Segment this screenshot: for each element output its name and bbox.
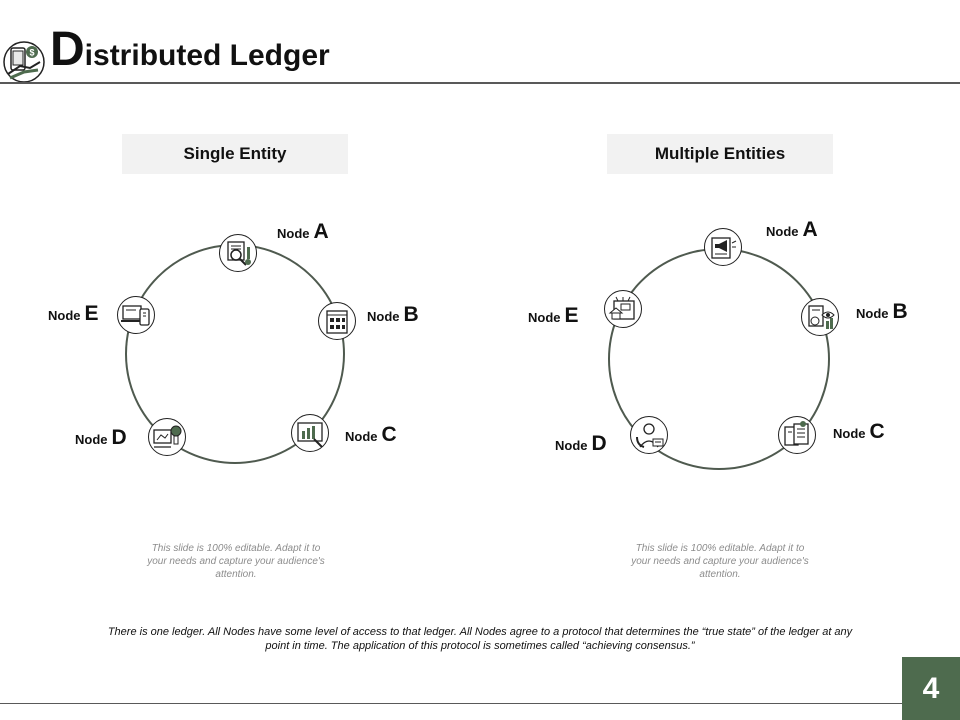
multiple-entities-label: Multiple Entities (607, 134, 833, 174)
idea-screen-icon (148, 418, 186, 456)
analytics-eye-icon (801, 298, 839, 336)
dollar-phone-hand-icon: $ (2, 40, 46, 84)
store-icon (604, 290, 642, 328)
megaphone-report-icon (704, 228, 742, 266)
footer-divider (0, 703, 902, 704)
editable-note-right: This slide is 100% editable. Adapt it to… (631, 543, 809, 580)
title-rest: istributed Ledger (84, 39, 330, 72)
support-agent-icon (630, 416, 668, 454)
growth-chart-icon (291, 414, 329, 452)
header-divider (0, 82, 960, 84)
svg-text:$: $ (29, 48, 34, 58)
page-number-badge: 4 (902, 657, 960, 720)
editable-note-left: This slide is 100% editable. Adapt it to… (147, 543, 325, 580)
page-title: Distributed Ledger (50, 22, 330, 77)
title-initial: D (50, 23, 85, 76)
devices-icon (117, 296, 155, 334)
single-entity-label: Single Entity (122, 134, 348, 174)
building-icon (318, 302, 356, 340)
ledger-description: There is one ledger. All Nodes have some… (107, 626, 853, 652)
documents-icon (778, 416, 816, 454)
search-document-icon (219, 234, 257, 272)
